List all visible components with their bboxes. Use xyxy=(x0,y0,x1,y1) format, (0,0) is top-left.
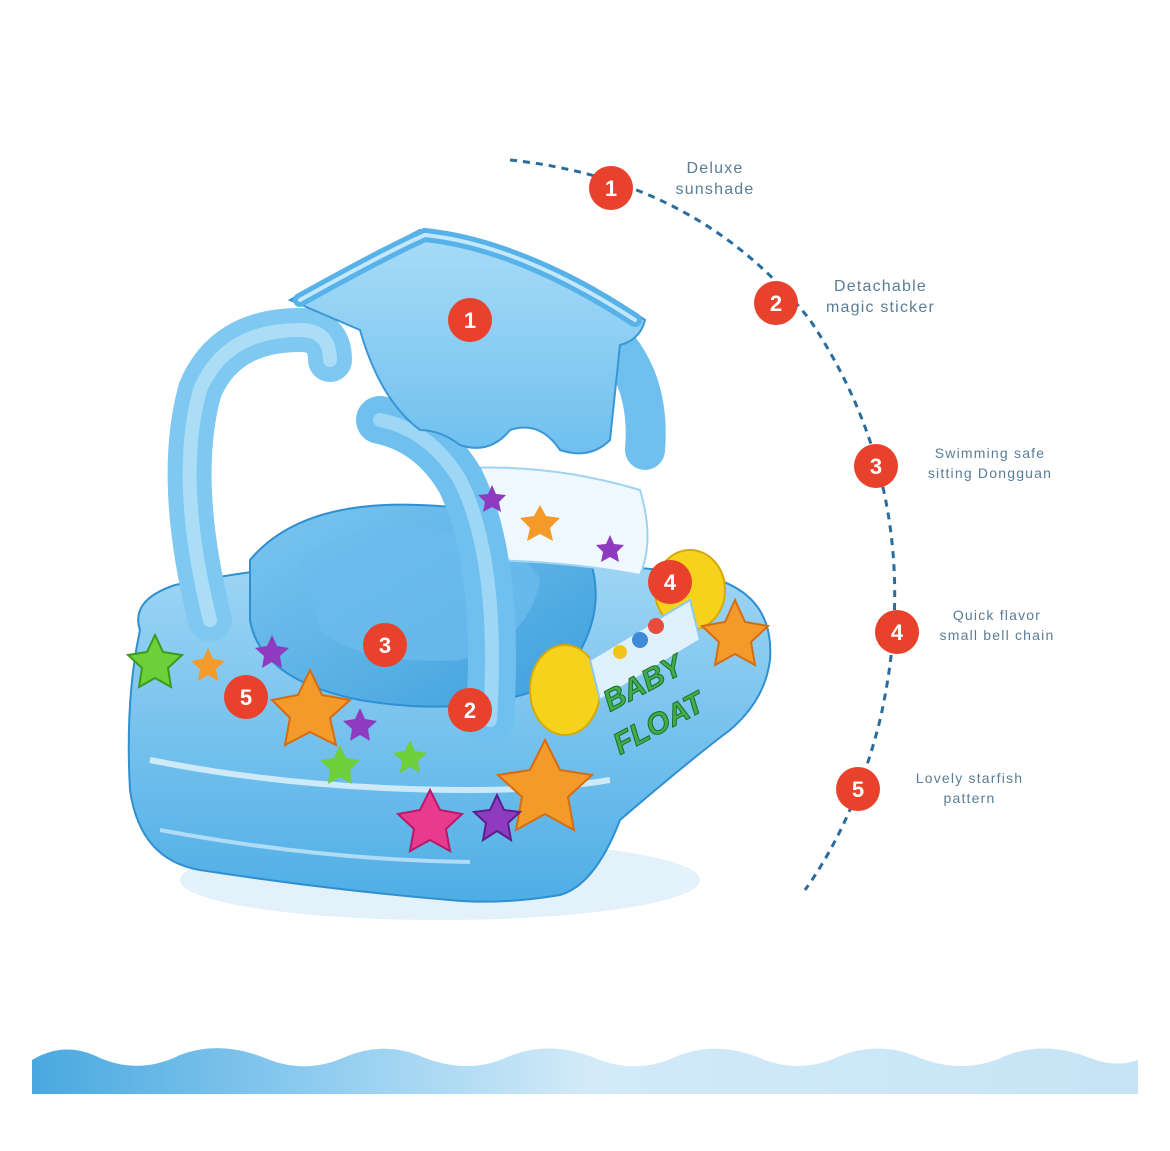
svg-text:5: 5 xyxy=(240,685,252,710)
star-decoration xyxy=(343,708,377,741)
feature-5-label: Lovely starfish pattern xyxy=(897,768,1042,808)
svg-text:4: 4 xyxy=(891,620,904,645)
product-badges: 1 2 3 4 5 xyxy=(224,298,692,732)
star-decoration xyxy=(699,597,771,667)
arc-badge-3: 3 xyxy=(854,444,898,488)
feature-1-line2: sunshade xyxy=(675,181,755,198)
feature-2-line2: magic sticker xyxy=(826,299,935,316)
star-decoration xyxy=(478,485,506,512)
product-badge-3: 3 xyxy=(363,623,407,667)
svg-text:1: 1 xyxy=(464,308,476,333)
arc-badge-5: 5 xyxy=(836,767,880,811)
baby-float-illustration: BABY FLOAT xyxy=(125,227,772,920)
svg-text:2: 2 xyxy=(464,698,476,723)
feature-4-line1: Quick flavor xyxy=(952,607,1042,623)
product-badge-2: 2 xyxy=(448,688,492,732)
product-badge-4: 4 xyxy=(648,560,692,604)
feature-2-line1: Detachable xyxy=(834,278,927,295)
feature-3-label: Swimming safe sitting Dongguan xyxy=(910,443,1070,483)
feature-1-label: Deluxe sunshade xyxy=(660,158,770,200)
arc-badges: 1 2 3 4 5 xyxy=(589,166,919,811)
arc-badge-1: 1 xyxy=(589,166,633,210)
starfish-decorations xyxy=(125,485,771,853)
product-badge-5: 5 xyxy=(224,675,268,719)
star-decoration xyxy=(393,740,427,773)
feature-3-line1: Swimming safe xyxy=(934,445,1046,461)
svg-text:5: 5 xyxy=(852,777,864,802)
svg-text:1: 1 xyxy=(605,176,617,201)
feature-4-label: Quick flavor small bell chain xyxy=(922,605,1072,645)
star-decoration xyxy=(471,792,523,843)
canopy-arch-right xyxy=(600,330,666,470)
svg-text:3: 3 xyxy=(379,633,391,658)
star-decoration xyxy=(255,635,289,668)
star-decoration xyxy=(495,737,595,832)
star-decoration xyxy=(395,787,465,853)
feature-4-line2: small bell chain xyxy=(939,627,1055,643)
feature-1-line1: Deluxe xyxy=(686,160,744,177)
wave-banner xyxy=(32,1048,1138,1094)
svg-text:3: 3 xyxy=(870,454,882,479)
star-decoration xyxy=(596,535,624,562)
feature-5-line2: pattern xyxy=(943,790,996,806)
star-decoration xyxy=(320,745,360,784)
arc-badge-2: 2 xyxy=(754,281,798,325)
feature-2-label: Detachable magic sticker xyxy=(808,276,953,318)
star-decoration xyxy=(520,505,560,541)
feature-5-line1: Lovely starfish xyxy=(915,770,1024,786)
star-decoration xyxy=(269,667,353,747)
svg-text:4: 4 xyxy=(664,570,677,595)
feature-3-line2: sitting Dongguan xyxy=(927,465,1053,481)
svg-text:2: 2 xyxy=(770,291,782,316)
arc-badge-4: 4 xyxy=(875,610,919,654)
product-badge-1: 1 xyxy=(448,298,492,342)
star-decoration xyxy=(191,648,225,681)
star-decoration xyxy=(125,632,185,689)
